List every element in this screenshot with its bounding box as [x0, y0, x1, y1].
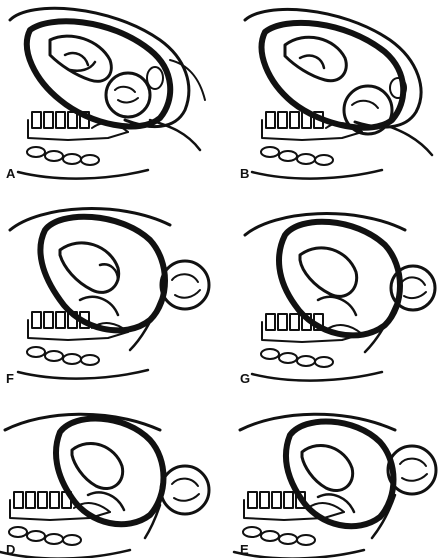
panel-e: E	[234, 414, 436, 558]
panel-a-illustration	[10, 8, 205, 178]
panel-g-illustration	[245, 214, 435, 381]
panel-e-label: E	[240, 542, 249, 557]
panel-d-illustration	[0, 414, 209, 558]
panel-b-illustration	[245, 9, 432, 178]
panel-f-illustration	[10, 209, 209, 379]
panel-b: B	[240, 9, 432, 181]
panel-f: F	[6, 209, 209, 386]
panel-d: D	[0, 414, 209, 558]
panel-g: G	[240, 214, 435, 386]
panel-a-label: A	[6, 166, 16, 181]
panel-d-label: D	[6, 542, 15, 557]
panel-f-label: F	[6, 371, 14, 386]
panel-a: A	[6, 8, 205, 181]
panel-e-illustration	[234, 414, 436, 558]
panel-g-label: G	[240, 371, 250, 386]
panel-b-label: B	[240, 166, 249, 181]
